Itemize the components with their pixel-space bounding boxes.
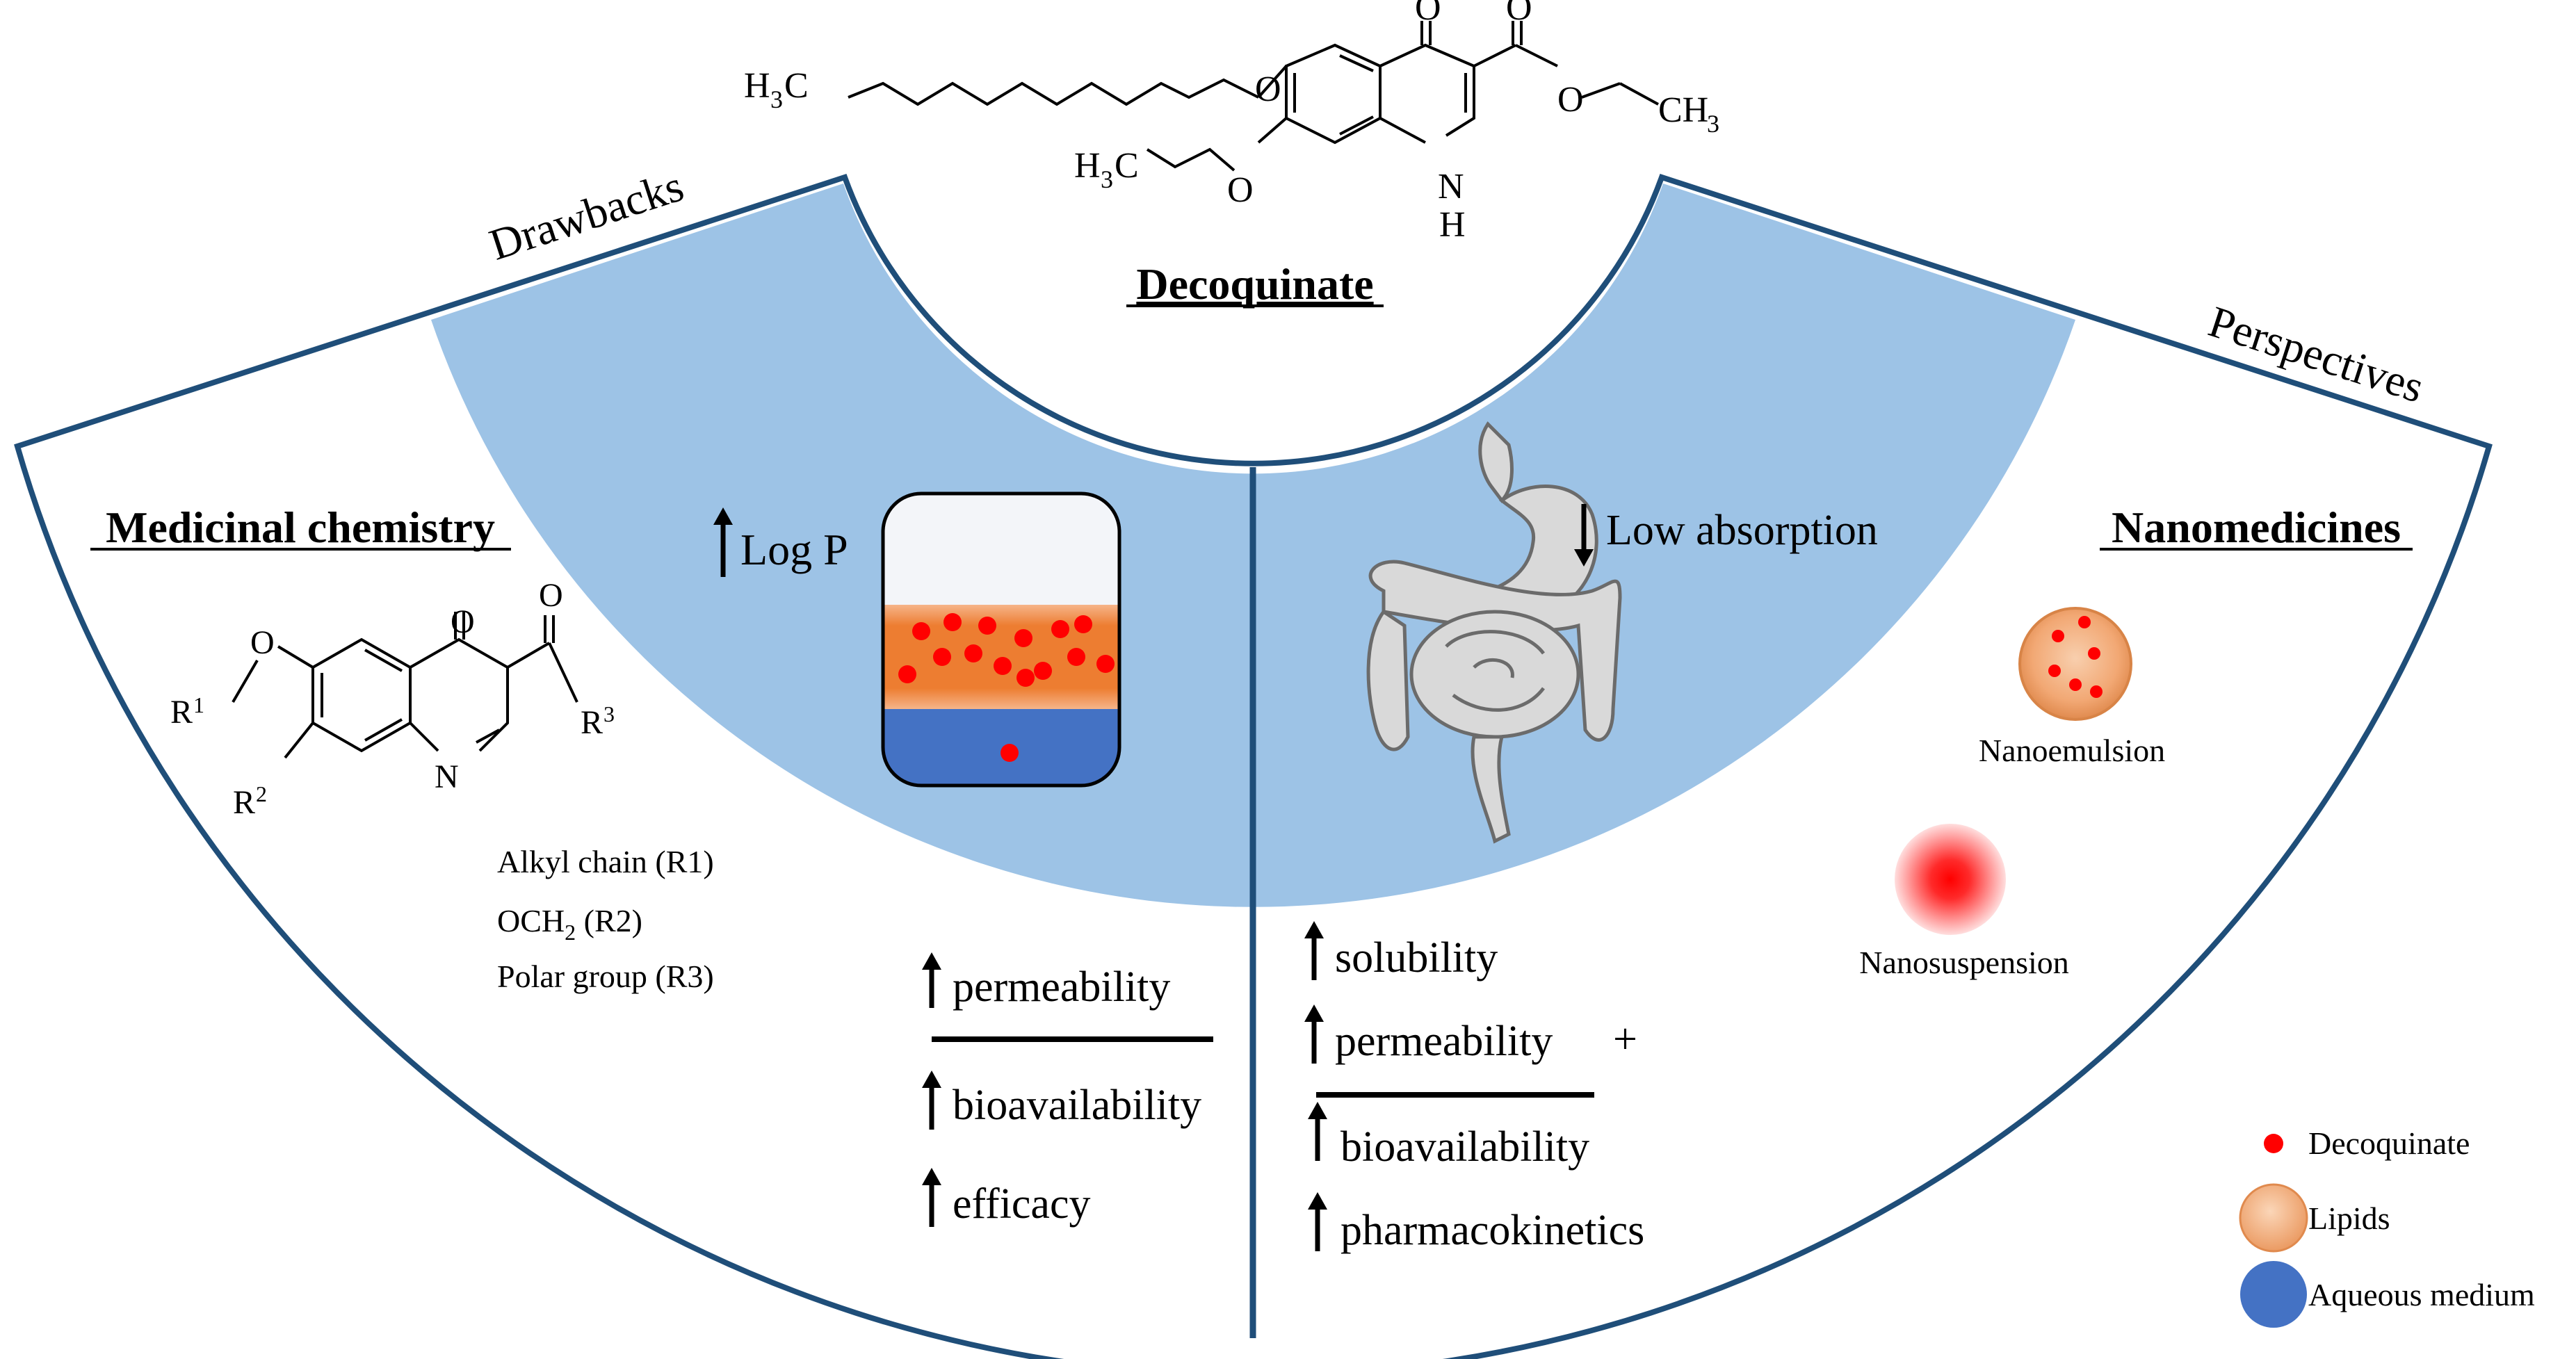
nanoemulsion-particle <box>2018 607 2132 721</box>
scaffold-atoms: R 1 O O O R 3 N R 2 <box>170 577 615 821</box>
up-arrow-icon <box>922 1071 941 1130</box>
svg-text:H: H <box>1074 146 1101 186</box>
legend-swatch-aqueous <box>2240 1261 2307 1328</box>
svg-text:R: R <box>170 694 193 731</box>
legend-swatch-decoquinate <box>2264 1134 2283 1153</box>
up-arrow-icon <box>1304 921 1324 980</box>
low-absorption-indicator: Low absorption <box>1574 504 1878 567</box>
digestive-tract-icon <box>1366 421 1622 844</box>
legend-label-decoquinate: Decoquinate <box>2308 1125 2470 1161</box>
svg-text:3: 3 <box>770 86 783 113</box>
svg-text:O: O <box>1557 80 1584 120</box>
svg-text:C: C <box>784 66 809 106</box>
svg-text:solubility: solubility <box>1335 934 1498 982</box>
svg-text:permeability: permeability <box>1335 1018 1553 1065</box>
fan-outline <box>14 174 2493 1359</box>
svg-text:efficacy: efficacy <box>953 1180 1090 1228</box>
svg-text:H: H <box>1439 205 1466 245</box>
label-perspectives: Perspectives <box>2203 296 2430 412</box>
svg-text:O: O <box>451 603 475 640</box>
svg-text:C: C <box>1115 146 1139 186</box>
svg-text:O: O <box>250 624 275 661</box>
svg-text:pharmacokinetics: pharmacokinetics <box>1340 1207 1644 1254</box>
up-arrow-icon <box>713 507 733 577</box>
up-arrow-icon <box>922 952 941 1008</box>
svg-text:1: 1 <box>193 692 204 717</box>
svg-text:bioavailability: bioavailability <box>1340 1123 1589 1171</box>
svg-text:N: N <box>1438 167 1464 206</box>
svg-text:O: O <box>1506 0 1532 28</box>
svg-text:H: H <box>744 66 770 106</box>
svg-text:R: R <box>233 784 255 821</box>
legend-swatch-lipids <box>2239 1183 2308 1253</box>
decoquinate-atoms: H 3 C O O O O CH 3 H 3 C O N H <box>744 0 1719 245</box>
svg-text:Log P: Log P <box>740 525 848 574</box>
nanosuspension-particle <box>1895 824 2006 935</box>
partition-vial <box>881 491 1121 788</box>
svg-text:bioavailability: bioavailability <box>953 1082 1201 1129</box>
svg-text:O: O <box>1415 0 1441 28</box>
decoquinate-structure <box>848 21 1659 172</box>
svg-text:N: N <box>435 758 459 795</box>
svg-text:+: + <box>1613 1016 1637 1063</box>
label-nanosuspension: Nanosuspension <box>1859 945 2069 980</box>
svg-text:3: 3 <box>604 701 615 726</box>
left-outcomes: permeability bioavailability efficacy <box>922 952 1213 1228</box>
title-decoquinate: Decoquinate <box>1136 259 1373 309</box>
label-nanoemulsion: Nanoemulsion <box>1979 733 2165 768</box>
legend: Decoquinate Lipids Aqueous medium <box>2239 1125 2535 1328</box>
svg-text:Low absorption: Low absorption <box>1606 507 1878 554</box>
legend-label-lipids: Lipids <box>2308 1201 2390 1236</box>
up-arrow-icon <box>1308 1192 1327 1251</box>
up-arrow-icon <box>1304 1004 1324 1064</box>
svg-text:Alkyl chain (R1): Alkyl chain (R1) <box>497 844 714 879</box>
scaffold-structure <box>232 612 578 759</box>
legend-label-aqueous: Aqueous medium <box>2308 1277 2535 1312</box>
svg-text:3: 3 <box>1101 165 1113 193</box>
svg-text:CH: CH <box>1658 90 1708 130</box>
svg-text:2: 2 <box>256 781 267 806</box>
svg-text:3: 3 <box>1707 110 1719 138</box>
right-outcomes: solubility permeability + bioavailabilit… <box>1304 921 1644 1254</box>
svg-text:R: R <box>581 704 603 741</box>
up-arrow-icon <box>922 1168 941 1227</box>
heading-nanomedicines: Nanomedicines <box>2112 503 2401 552</box>
svg-text:OCH2 (R2): OCH2 (R2) <box>497 903 642 945</box>
svg-text:O: O <box>539 577 563 614</box>
decoquinate-dots <box>898 613 1115 762</box>
up-arrow-icon <box>1308 1102 1327 1161</box>
down-arrow-icon <box>1574 504 1594 567</box>
svg-text:Polar group (R3): Polar group (R3) <box>497 959 714 994</box>
svg-text:O: O <box>1227 170 1254 210</box>
svg-text:O: O <box>1255 70 1281 109</box>
logp-indicator: Log P <box>713 507 848 577</box>
svg-text:permeability: permeability <box>953 963 1170 1011</box>
heading-medicinal-chemistry: Medicinal chemistry <box>106 503 495 552</box>
substituent-list: Alkyl chain (R1) OCH2 (R2) Polar group (… <box>497 844 714 994</box>
